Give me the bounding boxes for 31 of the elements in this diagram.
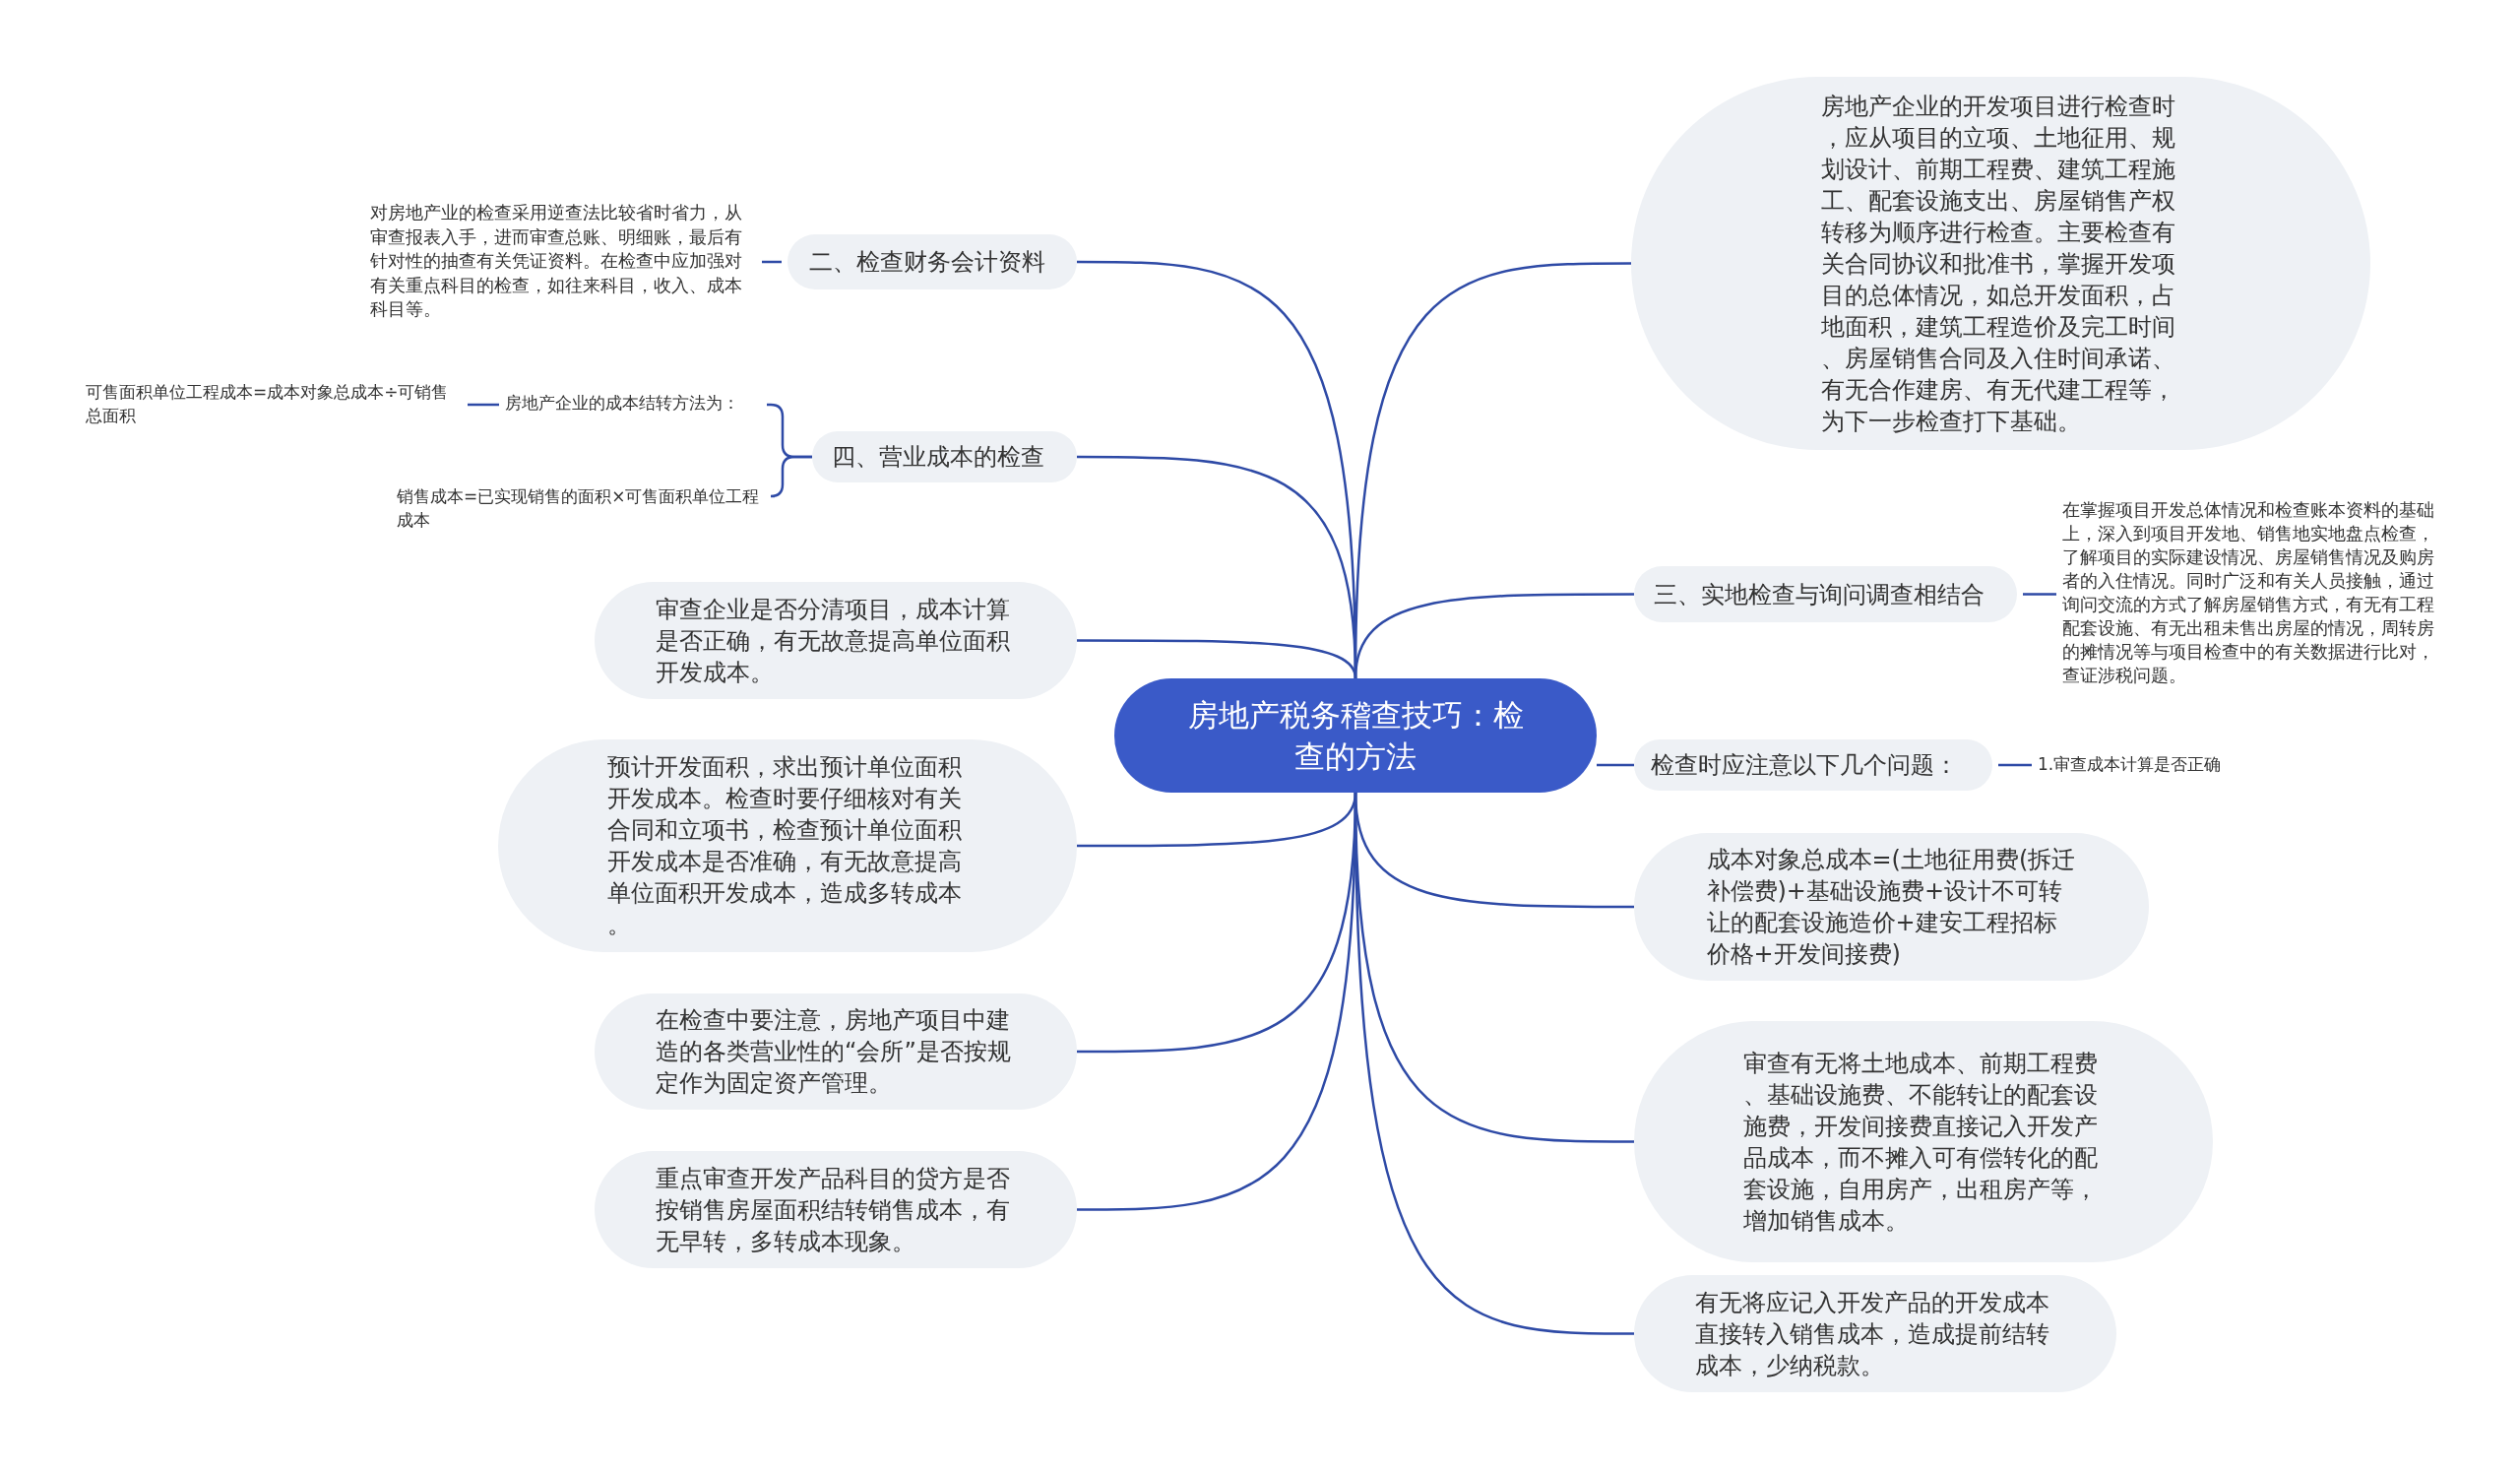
topic-text: 在检查中要注意，房地产项目中建造的各类营业性的“会所”是否按规定作为固定资产管理。 xyxy=(656,1005,1012,1099)
topic-text: 重点审查开发产品科目的贷方是否按销售房屋面积结转销售成本，有无早转，多转成本现象。 xyxy=(656,1163,1011,1257)
topic-bubble xyxy=(812,431,1077,482)
connector-line xyxy=(769,455,812,498)
topic-text: 审查企业是否分清项目，成本计算是否正确，有无故意提高单位面积开发成本。 xyxy=(656,594,1011,688)
connector-line xyxy=(762,260,782,264)
title-text: 房地产税务稽查技巧：检查的方法 xyxy=(1186,696,1525,776)
topic-text: 有无将应记入开发产品的开发成本直接转入销售成本，造成提前结转成本，少纳税款。 xyxy=(1695,1287,2050,1381)
note-text: 可售面积单位工程成本=成本对象总成本÷可销售总面积 xyxy=(86,380,462,431)
topic-text: 二、检查财务会计资料 xyxy=(809,247,1046,278)
topic-text: 审查有无将土地成本、前期工程费、基础设施费、不能转让的配套设施费，开发间接费直接记入开发产品成本，而不摊入可有偿转化的配套设施，自用房产，出租房产等，增加销售成本。 xyxy=(1743,1048,2099,1237)
note-text: 在掌握项目开发总体情况和检查账本资料的基础上，深入到项目开发地、销售地实地盘点检查，了解项目的实际建设情况、房屋销售情况及购房者的入住情况。同时广泛和有关人员接触，通过询问交流的方式了解房屋销售方式，有无有工程配套设施、有无出租未售出房屋的情况，周转房的摊情况等与项目检查中的有关数据进行比对，查证涉税问题。 xyxy=(2062,498,2436,691)
connector-line xyxy=(1998,763,2032,767)
topic-text: 预计开发面积，求出预计单位面积开发成本。检查时要仔细核对有关合同和立项书，检查预计单位面积开发成本是否准确，有无故意提高单位面积开发成本，造成多转成本。 xyxy=(607,752,963,940)
topic-text: 检查时应注意以下几个问题： xyxy=(1651,750,1959,781)
connector-line xyxy=(1354,593,1634,679)
topic-text: 三、实地检查与询问调查相结合 xyxy=(1653,579,1985,610)
note-text: 1.审查成本计算是否正确 xyxy=(2038,752,2249,778)
topic-text: 四、营业成本的检查 xyxy=(831,442,1045,473)
connector-line xyxy=(468,403,499,407)
topic-text: 成本对象总成本=(土地征用费(拆迁补偿费)+基础设施费+设计不可转让的配套设施造价+建安工程招标价格+开发间接费) xyxy=(1706,845,2077,970)
note-text: 房地产企业的成本结转方法为： xyxy=(505,391,763,418)
topic-bubble xyxy=(788,234,1077,289)
topic-bubble xyxy=(1634,566,2017,622)
topic-bubble xyxy=(1634,739,1992,791)
topic-text: 房地产企业的开发项目进行检查时，应从项目的立项、土地征用、规划设计、前期工程费、建筑工程施工、配套设施支出、房屋销售产权转移为顺序进行检查。主要检查有关合同协议和批准书，掌握开发项目的总体情况，如总开发面积，占地面积，建筑工程造价及完工时间、房屋销售合同及入住时间承诺、有无合作建房、有无代建工程等，为下一步检查打下基础。 xyxy=(1820,91,2176,437)
note-text: 销售成本=已实现销售的面积×可售面积单位工程成本 xyxy=(397,484,771,536)
connector-line xyxy=(1354,793,1634,1335)
note-text: 对房地产业的检查采用逆查法比较省时省力，从审查报表入手，进而审查总账、明细账，最后有针对性的抽查有关凭证资料。在检查中应加强对有关重点科目的检查，如往来科目，收入、成本科目等。 xyxy=(370,201,756,323)
connector-line xyxy=(1597,763,1634,767)
connector-line xyxy=(2023,593,2056,596)
